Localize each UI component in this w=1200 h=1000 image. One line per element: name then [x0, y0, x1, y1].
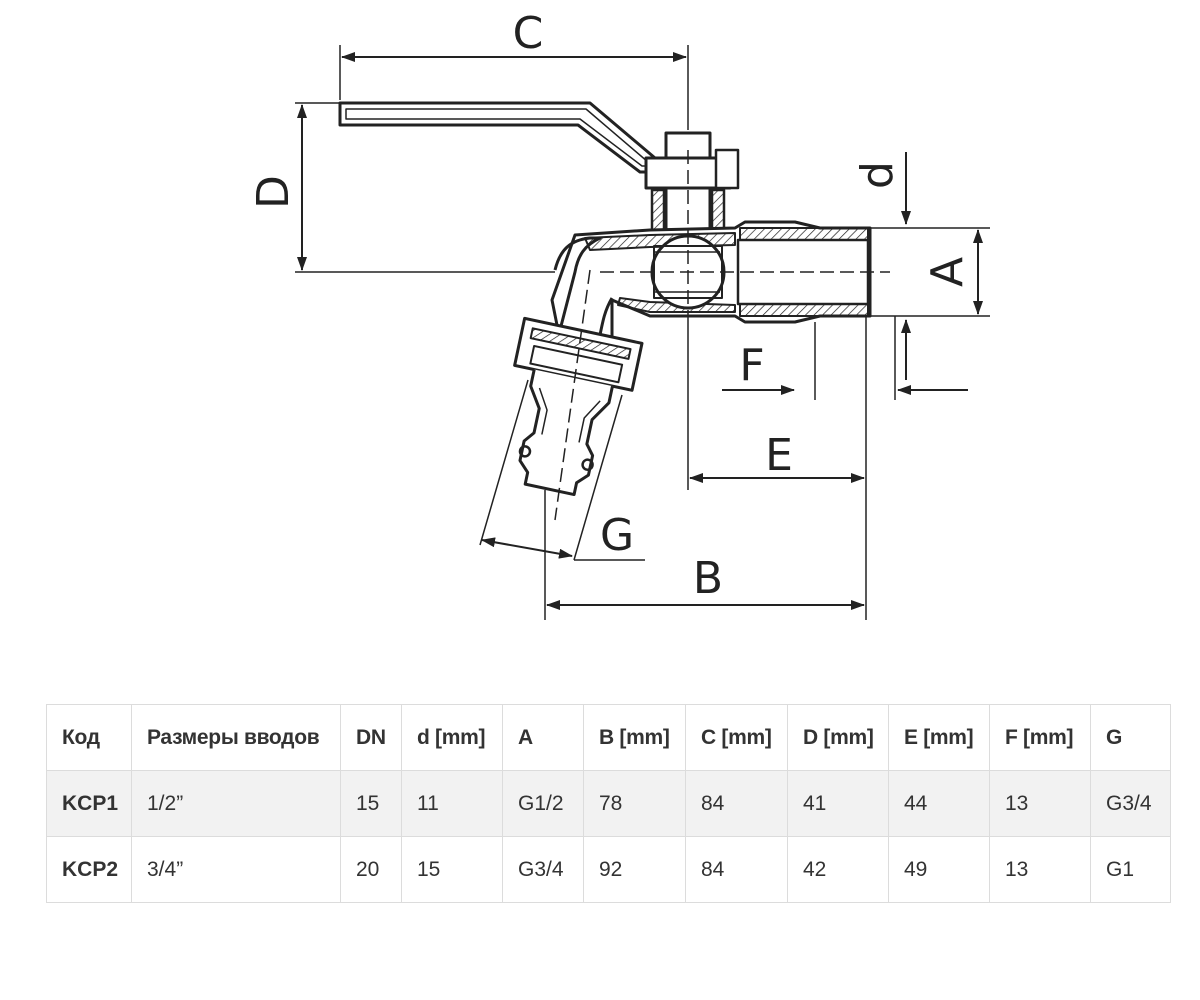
- label-B: B: [693, 553, 723, 604]
- dimension-labels: C D d A F E G B: [248, 8, 973, 604]
- label-F: F: [739, 340, 764, 391]
- cell-d-mm: 42: [787, 836, 889, 903]
- label-d: d: [852, 161, 903, 189]
- cell-d: 11: [401, 770, 503, 837]
- cell-c: 84: [685, 770, 788, 837]
- cell-e: 49: [888, 836, 990, 903]
- label-G: G: [600, 510, 634, 561]
- label-D: D: [248, 175, 299, 209]
- header-code: Код: [46, 704, 132, 771]
- cell-code: KCP1: [46, 770, 132, 837]
- cell-g: G1: [1090, 836, 1171, 903]
- table-row: KCP2 3/4” 20 15 G3/4 92 84 42 49 13 G1: [46, 836, 1171, 903]
- cell-f: 13: [989, 770, 1091, 837]
- header-d: d [mm]: [401, 704, 503, 771]
- cell-d: 15: [401, 836, 503, 903]
- dim-G: [481, 537, 573, 559]
- valve-body: [338, 101, 872, 497]
- header-sizes: Размеры вводов: [131, 704, 341, 771]
- cell-dn: 15: [340, 770, 402, 837]
- center-lines: [554, 150, 890, 521]
- extension-lines: [295, 45, 990, 620]
- header-e: E [mm]: [888, 704, 990, 771]
- cell-b: 92: [583, 836, 686, 903]
- cell-dn: 20: [340, 836, 402, 903]
- cell-sizes: 3/4”: [131, 836, 341, 903]
- header-g: G: [1090, 704, 1171, 771]
- cell-b: 78: [583, 770, 686, 837]
- header-c: C [mm]: [685, 704, 788, 771]
- cell-a: G3/4: [502, 836, 584, 903]
- dimension-lines: [297, 52, 983, 610]
- table-row: KCP1 1/2” 15 11 G1/2 78 84 41 44 13 G3/4: [46, 770, 1171, 837]
- cell-code: KCP2: [46, 836, 132, 903]
- header-a: A: [502, 704, 584, 771]
- table-header-row: Код Размеры вводов DN d [mm] A B [mm] C …: [46, 704, 1171, 771]
- cell-c: 84: [685, 836, 788, 903]
- header-f: F [mm]: [989, 704, 1091, 771]
- header-b: B [mm]: [583, 704, 686, 771]
- header-d-mm: D [mm]: [787, 704, 889, 771]
- cell-g: G3/4: [1090, 770, 1171, 837]
- cell-d-mm: 41: [787, 770, 889, 837]
- cell-e: 44: [888, 770, 990, 837]
- label-E: E: [765, 430, 793, 481]
- cell-f: 13: [989, 836, 1091, 903]
- valve-technical-drawing: C D d A F E G B: [248, 8, 990, 620]
- specification-table: Код Размеры вводов DN d [mm] A B [mm] C …: [46, 704, 1171, 903]
- label-A: A: [922, 257, 973, 287]
- cell-sizes: 1/2”: [131, 770, 341, 837]
- header-dn: DN: [340, 704, 402, 771]
- label-C: C: [513, 8, 544, 59]
- cell-a: G1/2: [502, 770, 584, 837]
